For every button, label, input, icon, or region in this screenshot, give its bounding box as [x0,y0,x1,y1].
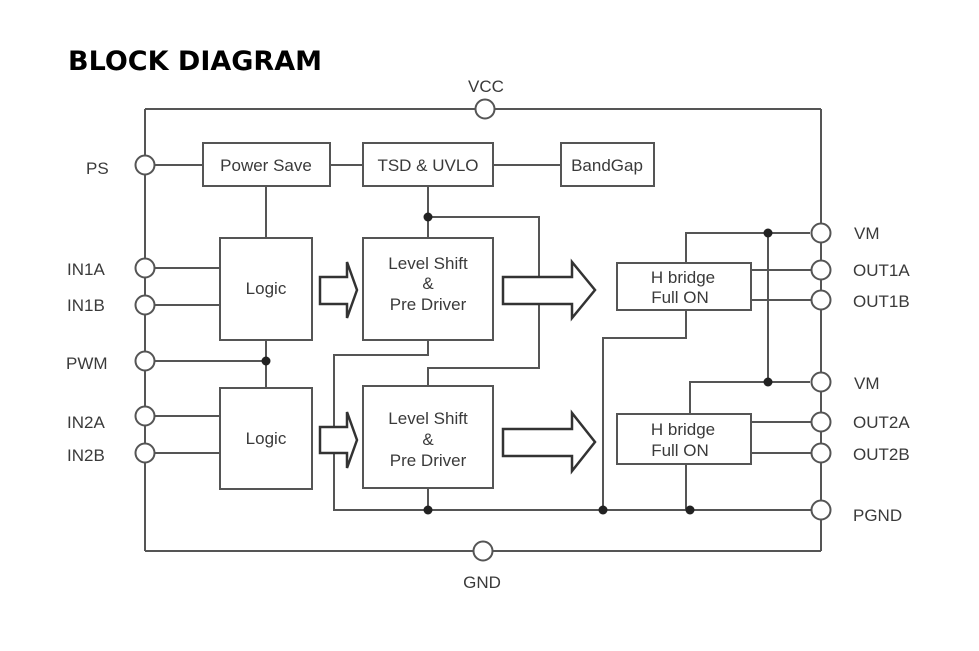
label-pgnd: PGND [853,506,902,525]
block-tsd-uvlo: TSD & UVLO [362,142,494,187]
block-power-save: Power Save [202,142,331,187]
pin-out2b [810,442,832,464]
pin-out1a [810,259,832,281]
levelshift1-line3: Pre Driver [390,295,467,314]
pins [134,98,832,562]
block-level-shift-1: Level Shift & Pre Driver [362,237,494,341]
vm2-to-hbridge2 [689,381,810,414]
levelshift2-line1: Level Shift [388,409,468,428]
pin-in1b [134,294,156,316]
hbridge2-line1: H bridge [651,420,715,439]
label-out1b: OUT1B [853,292,910,311]
pin-in2b [134,442,156,464]
label-in1b: IN1B [67,296,105,315]
logic1-label: Logic [246,279,287,298]
label-gnd: GND [463,573,501,592]
pin-vm1 [810,222,832,244]
label-vcc: VCC [468,77,504,96]
power-save-label: Power Save [220,156,312,175]
arrow-levelshift1-to-hbridge1 [501,258,597,322]
arrows [318,258,597,475]
pin-pwm [134,350,156,372]
label-out2a: OUT2A [853,413,910,432]
pin-in1a [134,257,156,279]
label-out1a: OUT1A [853,261,910,280]
pin-ps [134,154,156,176]
levelshift2-line3: Pre Driver [390,451,467,470]
label-in1a: IN1A [67,260,105,279]
junction-pgnd-hbridge2 [685,505,695,515]
label-in2b: IN2B [67,446,105,465]
hbridge1-line1: H bridge [651,268,715,287]
pin-gnd [472,540,494,562]
junctions [261,212,773,515]
hbridge2-line2: Full ON [651,441,709,460]
junction-tsd [423,212,433,222]
block-bandgap: BandGap [560,142,655,187]
arrow-logic1-to-levelshift1 [318,261,359,319]
junction-vm1 [763,228,773,238]
logic2-label: Logic [246,429,287,448]
pin-labels: VCC GND PS IN1A IN1B PWM IN2A IN2B VM OU… [66,77,910,592]
pin-pgnd [810,499,832,521]
pin-out1b [810,289,832,311]
block-hbridge-1: H bridge Full ON [616,262,752,311]
levelshift1-to-pgnd [333,340,821,511]
pin-in2a [134,405,156,427]
label-ps: PS [86,159,109,178]
label-vm2: VM [854,374,880,393]
junction-pgnd-levelshift [423,505,433,515]
pin-vm2 [810,371,832,393]
block-logic-1: Logic [219,237,313,341]
block-level-shift-2: Level Shift & Pre Driver [362,385,494,489]
label-in2a: IN2A [67,413,105,432]
hbridge1-to-pgnd [602,310,687,510]
tsd-branch-to-levelshift2 [427,216,540,386]
levelshift2-line2: & [422,430,434,449]
junction-vm2 [763,377,773,387]
hbridge1-line2: Full ON [651,288,709,307]
pin-vcc [474,98,496,120]
block-logic-2: Logic [219,387,313,490]
arrow-logic2-to-levelshift2 [318,411,359,469]
bandgap-label: BandGap [571,156,643,175]
wires [144,108,822,552]
levelshift1-line2: & [422,274,434,293]
pin-out2a [810,411,832,433]
levelshift1-line1: Level Shift [388,254,468,273]
tsd-uvlo-label: TSD & UVLO [377,156,478,175]
diagram-title: BLOCK DIAGRAM [68,46,322,77]
arrow-levelshift2-to-hbridge2 [501,409,597,475]
junction-pgnd-hbridge1 [598,505,608,515]
block-hbridge-2: H bridge Full ON [616,413,752,465]
label-vm1: VM [854,224,880,243]
vm1-to-hbridge1 [685,232,810,263]
label-out2b: OUT2B [853,445,910,464]
junction-pwm [261,356,271,366]
label-pwm: PWM [66,354,108,373]
